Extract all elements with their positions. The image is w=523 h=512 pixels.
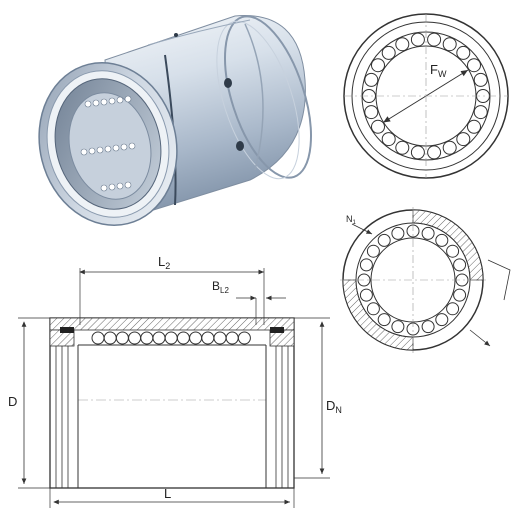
ball <box>453 258 467 272</box>
svg-text:L2: L2 <box>158 254 170 271</box>
ball <box>446 302 460 316</box>
lube-hole <box>224 78 232 88</box>
fw-subscript: W <box>438 69 447 79</box>
ball <box>391 320 405 334</box>
ball <box>189 331 203 345</box>
svg-text:DN: DN <box>326 398 342 415</box>
lube-hole <box>236 141 244 151</box>
ball <box>456 132 471 147</box>
svg-text:BL2: BL2 <box>212 279 229 295</box>
n1-subscript: 1 <box>353 220 357 226</box>
dn-subscript: N <box>335 405 342 415</box>
bl2-subscript: L2 <box>220 286 229 295</box>
ball <box>446 244 460 258</box>
bl2-label: B <box>212 279 220 293</box>
ball <box>421 226 435 240</box>
l-label: L <box>164 486 171 501</box>
ball <box>410 145 425 160</box>
ball <box>213 331 227 345</box>
l2-subscript: 2 <box>165 261 170 271</box>
ball <box>103 331 117 345</box>
ball <box>359 258 373 272</box>
ball <box>91 331 105 345</box>
ball <box>410 32 425 47</box>
ball <box>225 331 239 345</box>
ball <box>456 45 471 60</box>
l2-label: L <box>158 254 165 269</box>
ball <box>115 331 129 345</box>
ball <box>128 331 142 345</box>
ball <box>377 313 391 327</box>
cross-section-n1: N1 <box>340 207 511 353</box>
ball <box>377 233 391 247</box>
ball <box>381 45 396 60</box>
ball <box>467 58 481 73</box>
dn-label: D <box>326 398 335 413</box>
ball <box>371 119 385 134</box>
ball <box>176 331 190 345</box>
ball <box>435 233 449 247</box>
ball <box>442 37 457 52</box>
ball <box>366 302 380 316</box>
longitudinal-ball-row <box>91 331 251 345</box>
ball <box>152 331 166 345</box>
ball <box>435 313 449 327</box>
ball <box>366 244 380 258</box>
ball <box>371 58 385 73</box>
ball <box>381 132 396 147</box>
cross-section-fw: FW <box>343 13 509 179</box>
ball <box>364 72 379 87</box>
ball <box>164 331 178 345</box>
longitudinal-section: L2 BL2 D DN L <box>8 254 342 508</box>
ball <box>140 331 154 345</box>
ball <box>364 105 379 120</box>
ball <box>201 331 215 345</box>
ball <box>453 288 467 302</box>
ball-tracks <box>80 95 136 192</box>
svg-text:FW: FW <box>430 62 447 79</box>
bearing-3d-render <box>38 15 312 226</box>
n1-label: N <box>346 214 353 224</box>
lube-hole <box>174 33 178 37</box>
fw-ball-ring <box>362 32 490 160</box>
ball <box>473 105 488 120</box>
fw-label: F <box>430 62 438 77</box>
bearing-back-rim <box>224 15 312 179</box>
ball <box>442 140 457 155</box>
ball <box>359 288 373 302</box>
ball <box>467 119 481 134</box>
ball <box>427 145 442 160</box>
d-label: D <box>8 394 17 409</box>
ball <box>427 32 442 47</box>
svg-text:N1: N1 <box>346 214 357 226</box>
ball <box>473 72 488 87</box>
ball <box>391 226 405 240</box>
ball <box>395 37 410 52</box>
ball <box>421 320 435 334</box>
ball <box>237 331 251 345</box>
ball <box>395 140 410 155</box>
